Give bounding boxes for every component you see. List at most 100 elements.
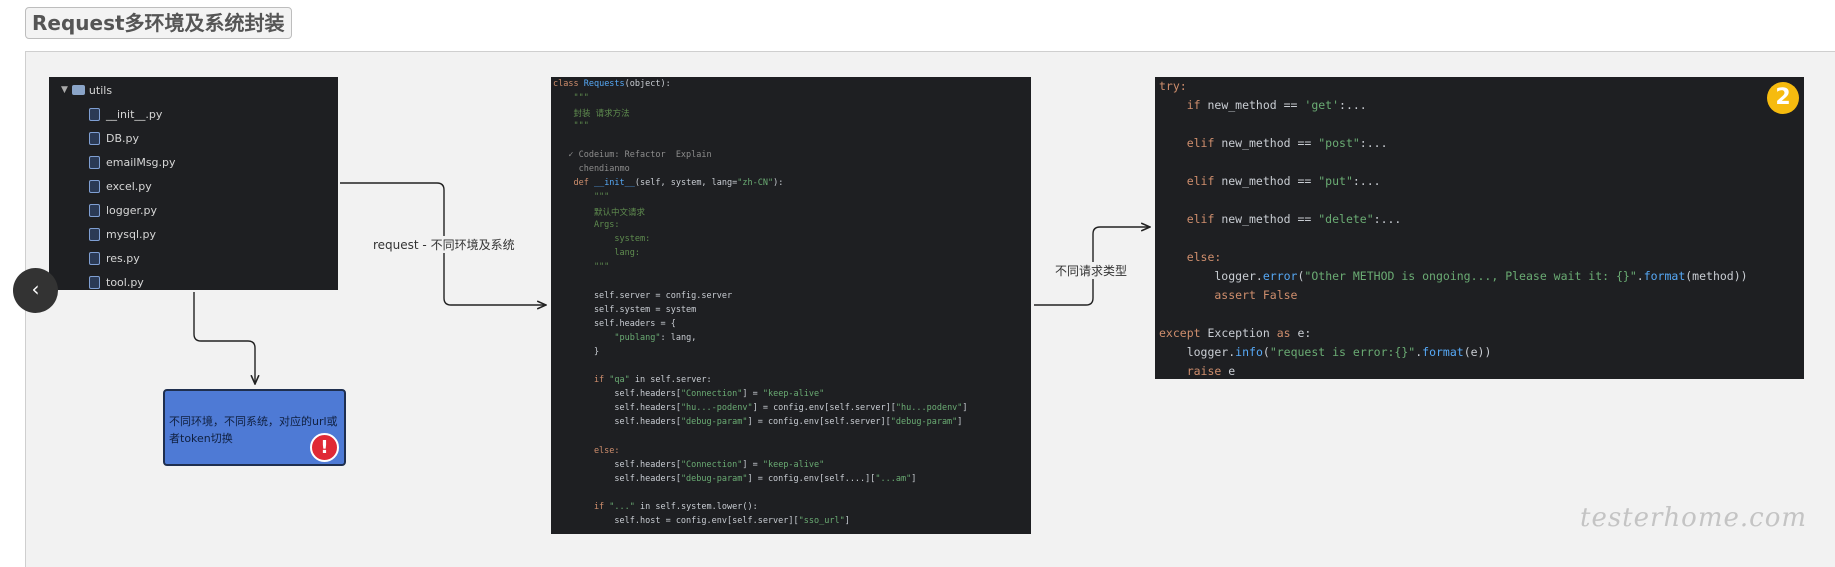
code-token: try: xyxy=(1159,79,1187,93)
tree-file-item[interactable]: logger.py xyxy=(89,198,176,222)
alert-icon: ! xyxy=(310,433,339,462)
code-token: :... xyxy=(1373,212,1402,226)
code-token: ] = config.env[self.server][ xyxy=(747,417,891,428)
code-token: error xyxy=(1262,269,1298,283)
code-token: (e)) xyxy=(1463,345,1492,359)
code-token: "Connection" xyxy=(680,459,743,470)
code-token: ( xyxy=(1262,345,1270,359)
code-line: """ xyxy=(553,93,589,104)
code-token: . xyxy=(1415,345,1423,359)
code-token: if xyxy=(553,375,610,386)
code-token: info xyxy=(1235,345,1263,359)
code-token: self.server = config.server xyxy=(553,290,733,301)
python-file-icon xyxy=(89,203,100,217)
code-token: self.headers = { xyxy=(553,318,676,329)
tree-file-item[interactable]: mysql.py xyxy=(89,222,176,246)
tree-file-label: __init__.py xyxy=(106,107,163,121)
code-token: : lang, xyxy=(660,332,697,343)
code-token: "delete" xyxy=(1318,212,1374,226)
code-token: assert xyxy=(1159,288,1263,302)
code-token: system: xyxy=(553,234,651,245)
code-token: e xyxy=(1228,364,1236,378)
code-token: format xyxy=(1643,269,1686,283)
code-token: def xyxy=(553,177,594,188)
tree-file-label: tool.py xyxy=(106,275,144,289)
python-file-icon xyxy=(89,275,100,289)
code-line: self.headers["debug-param"] = config.env… xyxy=(553,474,916,484)
code-token: "debug-param" xyxy=(890,417,958,428)
tree-file-item[interactable]: __init__.py xyxy=(89,102,176,126)
code-line: assert False xyxy=(1159,288,1297,302)
code-token: """ xyxy=(553,93,589,104)
code-token: lang: xyxy=(553,248,640,259)
code-line: """ xyxy=(553,192,609,202)
tree-file-item[interactable]: tool.py xyxy=(89,270,176,290)
code-line: class Requests(object): xyxy=(553,79,671,89)
code-token: ] xyxy=(911,473,917,484)
code-token: as xyxy=(1276,326,1298,340)
tree-file-item[interactable]: emailMsg.py xyxy=(89,150,176,174)
code-token: False xyxy=(1262,288,1298,302)
tree-file-item[interactable]: DB.py xyxy=(89,126,176,150)
code-token: __init__ xyxy=(593,177,635,188)
code-token: raise xyxy=(1159,364,1229,378)
code-token: ] xyxy=(844,516,850,527)
code-line: self.server = config.server xyxy=(553,291,732,301)
code-token: . xyxy=(1636,269,1644,283)
code-line: 封装 请求方法 xyxy=(553,107,630,120)
code-token: if xyxy=(553,502,610,512)
code-token: "qa" xyxy=(609,375,630,386)
edge-label-env-system: request - 不同环境及系统 xyxy=(373,236,515,253)
code-line: elif new_method == "post":... xyxy=(1159,136,1388,150)
tree-file-label: logger.py xyxy=(106,203,158,217)
code-token: """ xyxy=(553,262,610,273)
code-line: elif new_method == "delete":... xyxy=(1159,212,1402,226)
tree-file-item[interactable]: excel.py xyxy=(89,174,176,198)
tree-file-label: mysql.py xyxy=(106,227,156,241)
code-token: logger. xyxy=(1159,269,1263,283)
tree-folder-row[interactable]: ▼ utils xyxy=(61,82,112,98)
tree-file-label: emailMsg.py xyxy=(106,155,176,169)
code-token: (method)) xyxy=(1685,269,1748,283)
code-token: chendianmo xyxy=(553,163,630,174)
chevron-down-icon[interactable]: ▼ xyxy=(61,85,68,95)
code-token: logger. xyxy=(1159,345,1236,359)
code-token: "hu...podenv" xyxy=(895,403,963,414)
code-token: :... xyxy=(1339,98,1367,112)
code-token: "sso_url" xyxy=(798,516,845,527)
chevron-left-icon[interactable]: ‹ xyxy=(13,268,58,313)
code-line: if "..." in self.system.lower(): xyxy=(553,502,758,512)
code-line: if new_method == 'get':... xyxy=(1159,98,1367,112)
code-panel-requests-class: class Requests(object): """ 封装 请求方法 """ … xyxy=(551,77,1031,534)
code-token: in self.server: xyxy=(629,375,712,386)
code-token: (self, system, lang= xyxy=(634,177,738,188)
edge-label-request-types: 不同请求类型 xyxy=(1055,262,1128,279)
code-token: "post" xyxy=(1318,136,1360,150)
code-token: else: xyxy=(1159,250,1222,264)
code-token: "keep-alive" xyxy=(762,389,825,400)
code-token: "debug-param" xyxy=(680,473,748,484)
code-token: self.host = config.env[self.server][ xyxy=(553,516,799,527)
code-token: } xyxy=(553,346,600,357)
page-title: Request多环境及系统封装 xyxy=(25,7,292,39)
code-token: Exception xyxy=(1207,326,1277,340)
code-line: logger.info("request is error:{}".format… xyxy=(1159,345,1492,359)
code-token: ( xyxy=(1297,269,1305,283)
code-token: in self.system.lower(): xyxy=(634,502,758,512)
code-token: Requests xyxy=(583,79,625,89)
code-line: else: xyxy=(553,446,620,456)
code-token: 'get' xyxy=(1304,98,1340,112)
code-line: self.headers = { xyxy=(553,319,676,329)
code-token: elif xyxy=(1159,136,1222,150)
code-token: elif xyxy=(1159,212,1222,226)
code-token: 封装 请求方法 xyxy=(553,109,630,120)
code-token: ] = config.env[self.server][ xyxy=(752,403,896,414)
tree-file-item[interactable]: res.py xyxy=(89,246,176,270)
code-token: new_method == xyxy=(1221,174,1319,188)
code-line: else: xyxy=(1159,250,1222,264)
code-line: 默认中文请求 xyxy=(553,206,645,218)
code-token: format xyxy=(1422,345,1464,359)
code-token: else: xyxy=(553,445,620,456)
code-token: self.headers[ xyxy=(553,417,681,428)
